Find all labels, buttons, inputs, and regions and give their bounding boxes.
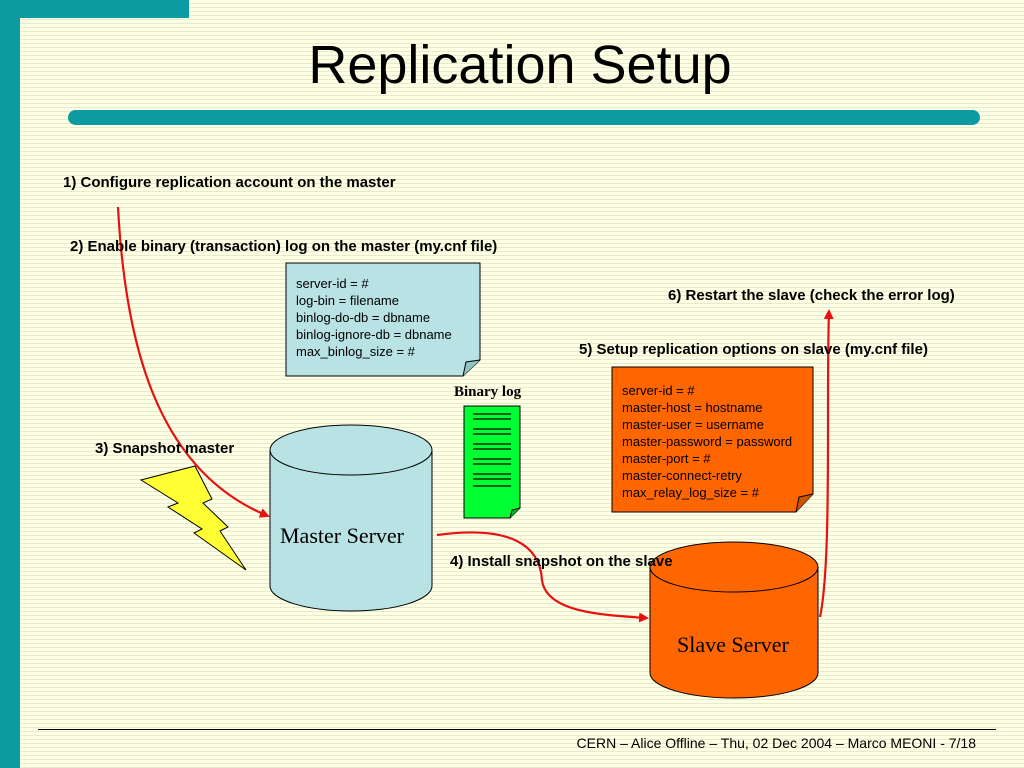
title-underline: [68, 110, 980, 125]
footer-divider: [38, 729, 996, 730]
master-config-line: binlog-ignore-db = dbname: [296, 327, 452, 342]
slave-config-line: master-port = #: [622, 451, 711, 466]
arrow-step1-to-master: [116, 206, 270, 518]
binary-log-document-icon: [463, 405, 521, 519]
binary-log-lines: [473, 413, 511, 487]
arrow-slave-to-restart: [818, 309, 834, 618]
slave-config-text: server-id = # master-host = hostname mas…: [622, 382, 792, 501]
master-server-cylinder: [269, 424, 433, 612]
step-3-label: 3) Snapshot master: [95, 440, 235, 457]
master-config-note-fold: [462, 359, 481, 377]
binary-log-label: Binary log: [454, 384, 522, 400]
master-config-line: server-id = #: [296, 276, 369, 291]
master-config-line: max_binlog_size = #: [296, 344, 415, 359]
step-1-label: 1) Configure replication account on the …: [63, 174, 396, 191]
master-server-label: Master Server: [280, 523, 405, 548]
slave-config-line: master-user = username: [622, 417, 764, 432]
top-accent-block: [0, 0, 189, 18]
slave-server-label: Slave Server: [677, 632, 789, 657]
slave-config-line: master-host = hostname: [622, 400, 763, 415]
slave-config-line: server-id = #: [622, 383, 695, 398]
step-4-label: 4) Install snapshot on the slave: [450, 553, 673, 570]
slave-config-line: max_relay_log_size = #: [622, 485, 759, 500]
step-2-label: 2) Enable binary (transaction) log on th…: [70, 238, 498, 255]
arrow-master-to-slave: [436, 531, 649, 623]
lightning-icon: [139, 465, 247, 571]
slave-server-cylinder: [649, 541, 819, 699]
slave-config-line: master-connect-retry: [622, 468, 742, 483]
slave-config-note-fold: [795, 493, 814, 513]
slide-footer: CERN – Alice Offline – Thu, 02 Dec 2004 …: [576, 735, 976, 751]
step-5-label: 5) Setup replication options on slave (m…: [579, 341, 928, 358]
master-config-text: server-id = # log-bin = filename binlog-…: [296, 275, 452, 360]
master-config-line: binlog-do-db = dbname: [296, 310, 431, 325]
slave-config-line: master-password = password: [622, 434, 793, 449]
left-accent-bar: [0, 0, 20, 768]
slide-title: Replication Setup: [308, 35, 732, 95]
master-config-line: log-bin = filename: [296, 293, 399, 308]
step-6-label: 6) Restart the slave (check the error lo…: [668, 287, 955, 304]
